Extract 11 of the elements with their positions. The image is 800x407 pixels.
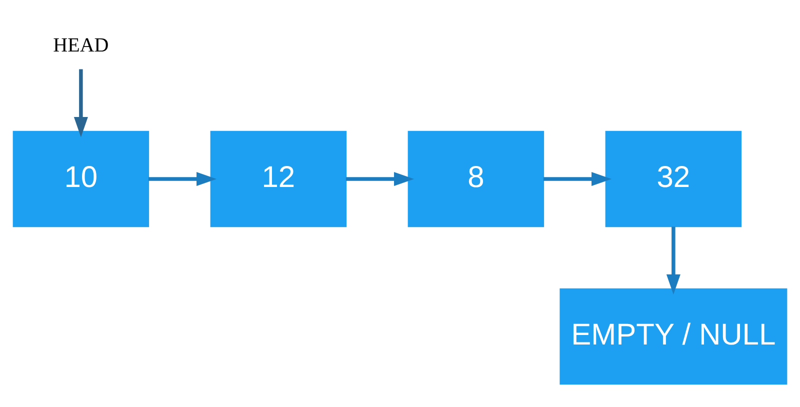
arrow bbox=[74, 68, 88, 137]
node-box: 12 bbox=[210, 130, 347, 227]
node-box: EMPTY / NULL bbox=[560, 288, 788, 384]
arrow bbox=[346, 171, 414, 186]
arrow bbox=[543, 171, 612, 186]
node-box: 8 bbox=[408, 130, 544, 227]
node-box: 10 bbox=[12, 130, 150, 227]
arrow bbox=[148, 171, 217, 186]
arrow bbox=[666, 226, 680, 294]
node-text: HEAD bbox=[53, 34, 109, 56]
node-box: 32 bbox=[605, 130, 742, 227]
